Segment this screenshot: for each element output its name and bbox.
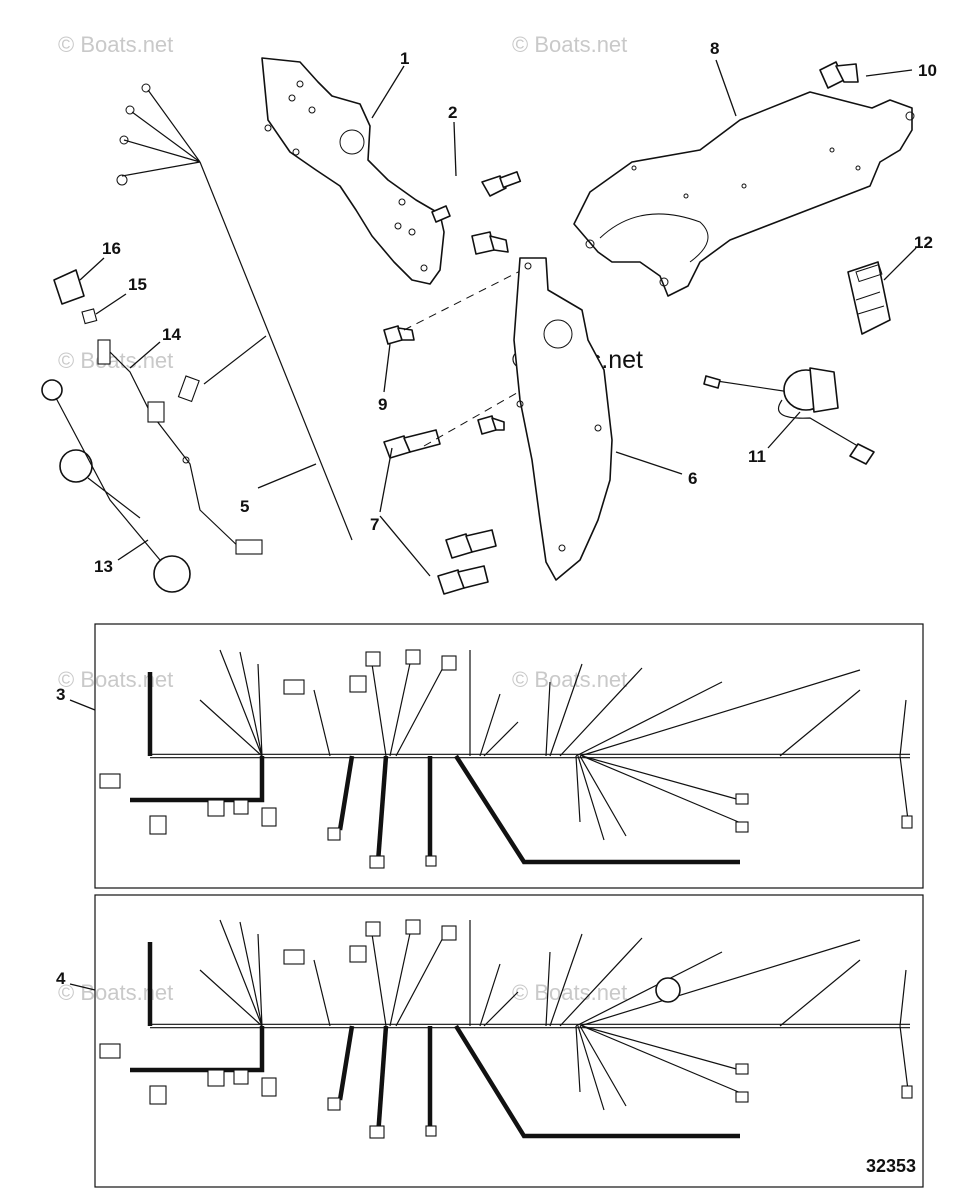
callout-5: 5 xyxy=(240,497,249,516)
part-fuse-15 xyxy=(81,308,98,325)
callout-16: 16 xyxy=(102,239,121,258)
watermark-lower-center: © Boats.net xyxy=(512,980,627,1005)
part-bolt-7 xyxy=(383,429,497,595)
part-harness-13 xyxy=(41,379,191,593)
harness-3-frame xyxy=(94,623,924,889)
callout-7: 7 xyxy=(370,515,379,534)
harness-4 xyxy=(99,919,913,1139)
part-bolt-9 xyxy=(383,325,505,435)
callout-4: 4 xyxy=(56,969,66,988)
part-bracket-8 xyxy=(573,91,915,297)
callout-13: 13 xyxy=(94,557,113,576)
watermark-harness-center: © Boats.net xyxy=(512,667,627,692)
watermark-mid-left: © Boats.net xyxy=(58,348,173,373)
part-stud-10 xyxy=(819,61,859,89)
part-bolt-2 xyxy=(431,171,522,223)
callout-3: 3 xyxy=(56,685,65,704)
harness-4-frame xyxy=(94,894,924,1188)
part-sensor-11 xyxy=(703,367,875,465)
callout-2: 2 xyxy=(448,103,457,122)
part-cover-16 xyxy=(53,269,85,305)
part-bracket-1 xyxy=(261,57,445,285)
part-connector-12 xyxy=(847,261,891,335)
callout-12: 12 xyxy=(914,233,933,252)
callout-11: 11 xyxy=(748,447,766,466)
callout-8: 8 xyxy=(710,39,719,58)
callout-14: 14 xyxy=(162,325,181,344)
callout-15: 15 xyxy=(128,275,147,294)
part-harness-5 xyxy=(116,83,353,541)
watermark-top-center: © Boats.net xyxy=(512,32,627,57)
callout-9: 9 xyxy=(378,395,387,414)
part-bolt-2b xyxy=(471,231,509,255)
alignment-line-lower xyxy=(423,389,523,447)
watermark-top-left: © Boats.net xyxy=(58,32,173,57)
part-harness-14 xyxy=(97,339,263,555)
callout-1: 1 xyxy=(400,49,409,68)
leader-lines xyxy=(69,59,917,991)
callout-10: 10 xyxy=(918,61,937,80)
harness-3 xyxy=(99,649,913,869)
callout-6: 6 xyxy=(688,469,697,488)
watermark-harness-left: © Boats.net xyxy=(58,667,173,692)
alignment-line-upper xyxy=(403,261,539,331)
watermark-lower-left: © Boats.net xyxy=(58,980,173,1005)
part-plate-6 xyxy=(513,257,613,581)
figure-number: 32353 xyxy=(866,1156,916,1176)
